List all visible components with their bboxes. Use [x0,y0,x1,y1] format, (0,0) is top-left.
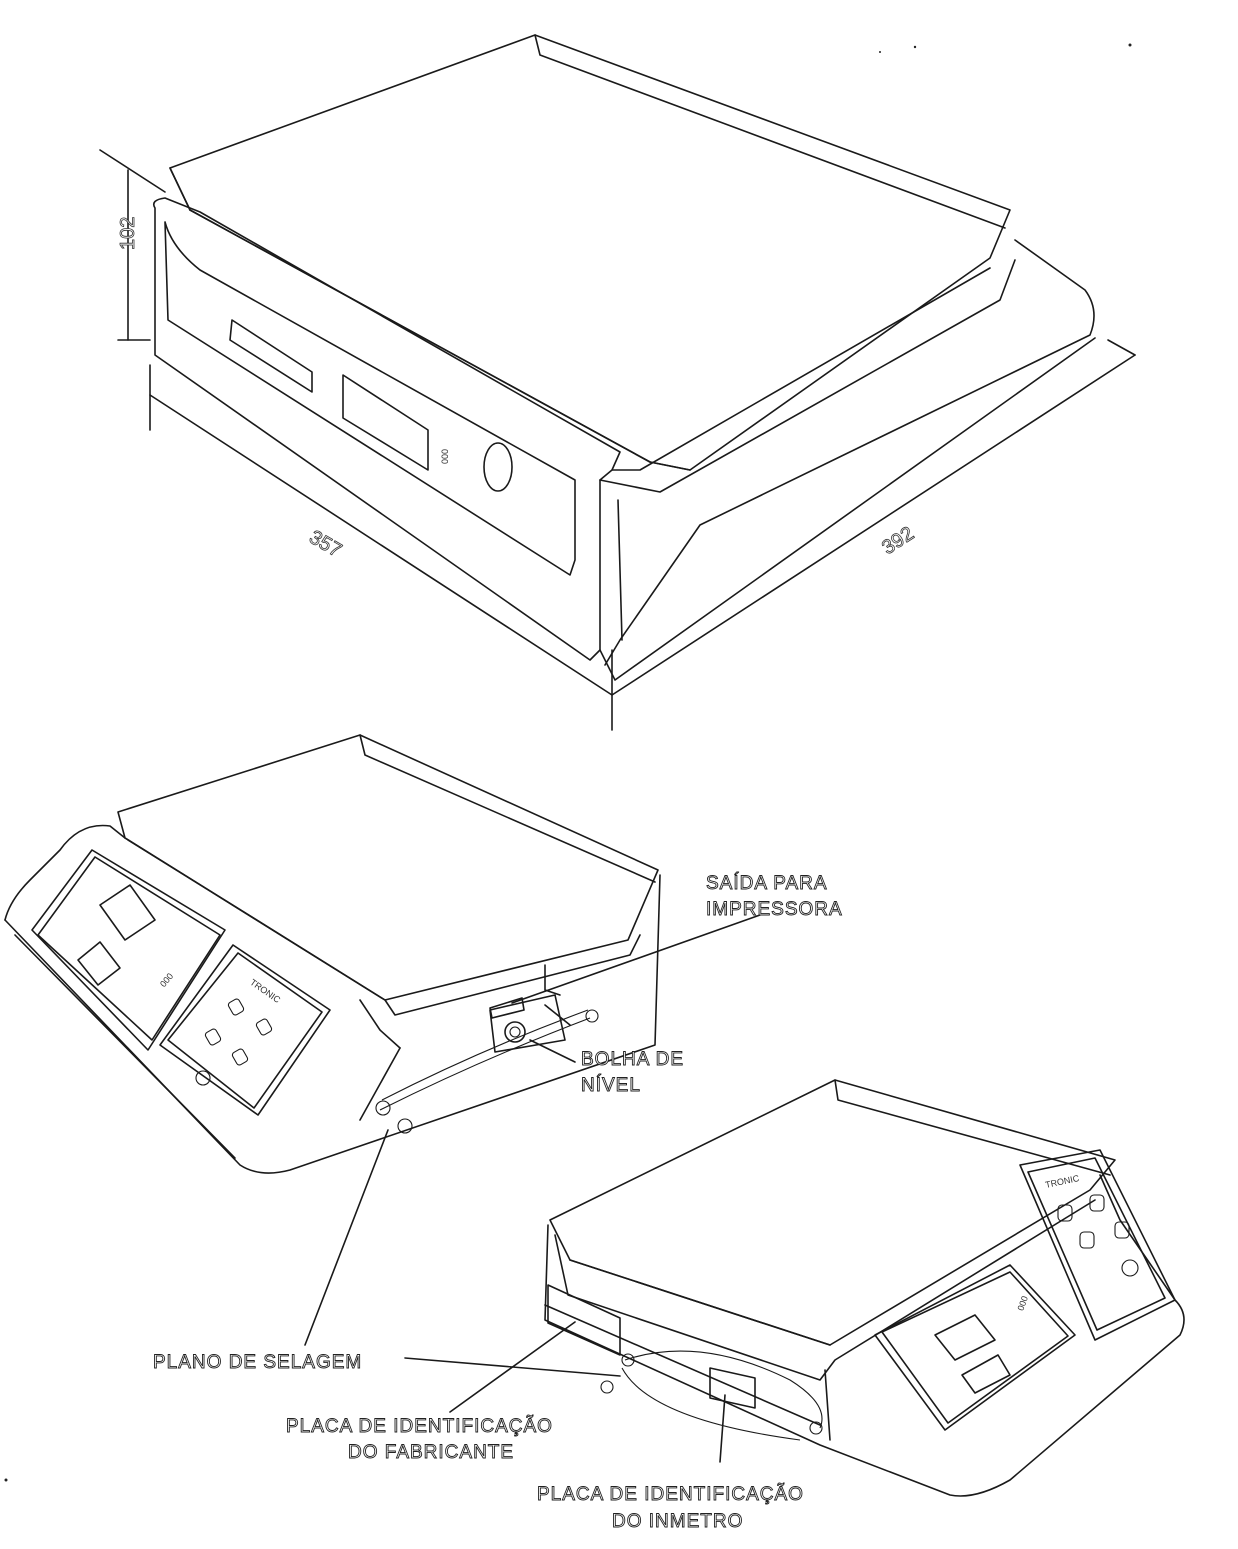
height-dimension-label: 102 [117,217,139,250]
inmetro-plate-label-line2: DO INMETRO [612,1511,743,1532]
manufacturer-plate-label-line1: PLACA DE IDENTIFICAÇÃO [286,1415,553,1437]
svg-text:000: 000 [1015,1295,1030,1313]
svg-text:000: 000 [158,971,175,989]
scale-side-view: 000 TRONIC PLANO DE SELAGEM PLACA DE IDE… [4,1079,1185,1532]
level-bubble-label-line2: NÍVEL [581,1075,641,1096]
scale-rear-view: 000 TRONIC SAÍDA PARA IMPRESSORA BOLHA D… [4,734,843,1346]
width-dimension-label: 392 [878,523,918,560]
scale-top-dimensioned-view: 000 102 357 392 [99,34,1136,731]
inmetro-plate-label-line1: PLACA DE IDENTIFICAÇÃO [537,1483,804,1505]
printer-output-label-line2: IMPRESSORA [706,899,843,920]
sealing-plane-label: PLANO DE SELAGEM [153,1352,362,1373]
level-bubble-label-line1: BOLHA DE [581,1049,684,1070]
manufacturer-plate-label-line2: DO FABRICANTE [348,1442,514,1463]
depth-dimension-label: 357 [305,526,345,562]
brand-logo-side-view: TRONIC [1044,1173,1080,1190]
printer-output-label-line1: SAÍDA PARA [706,873,828,894]
svg-text:000: 000 [440,449,450,464]
